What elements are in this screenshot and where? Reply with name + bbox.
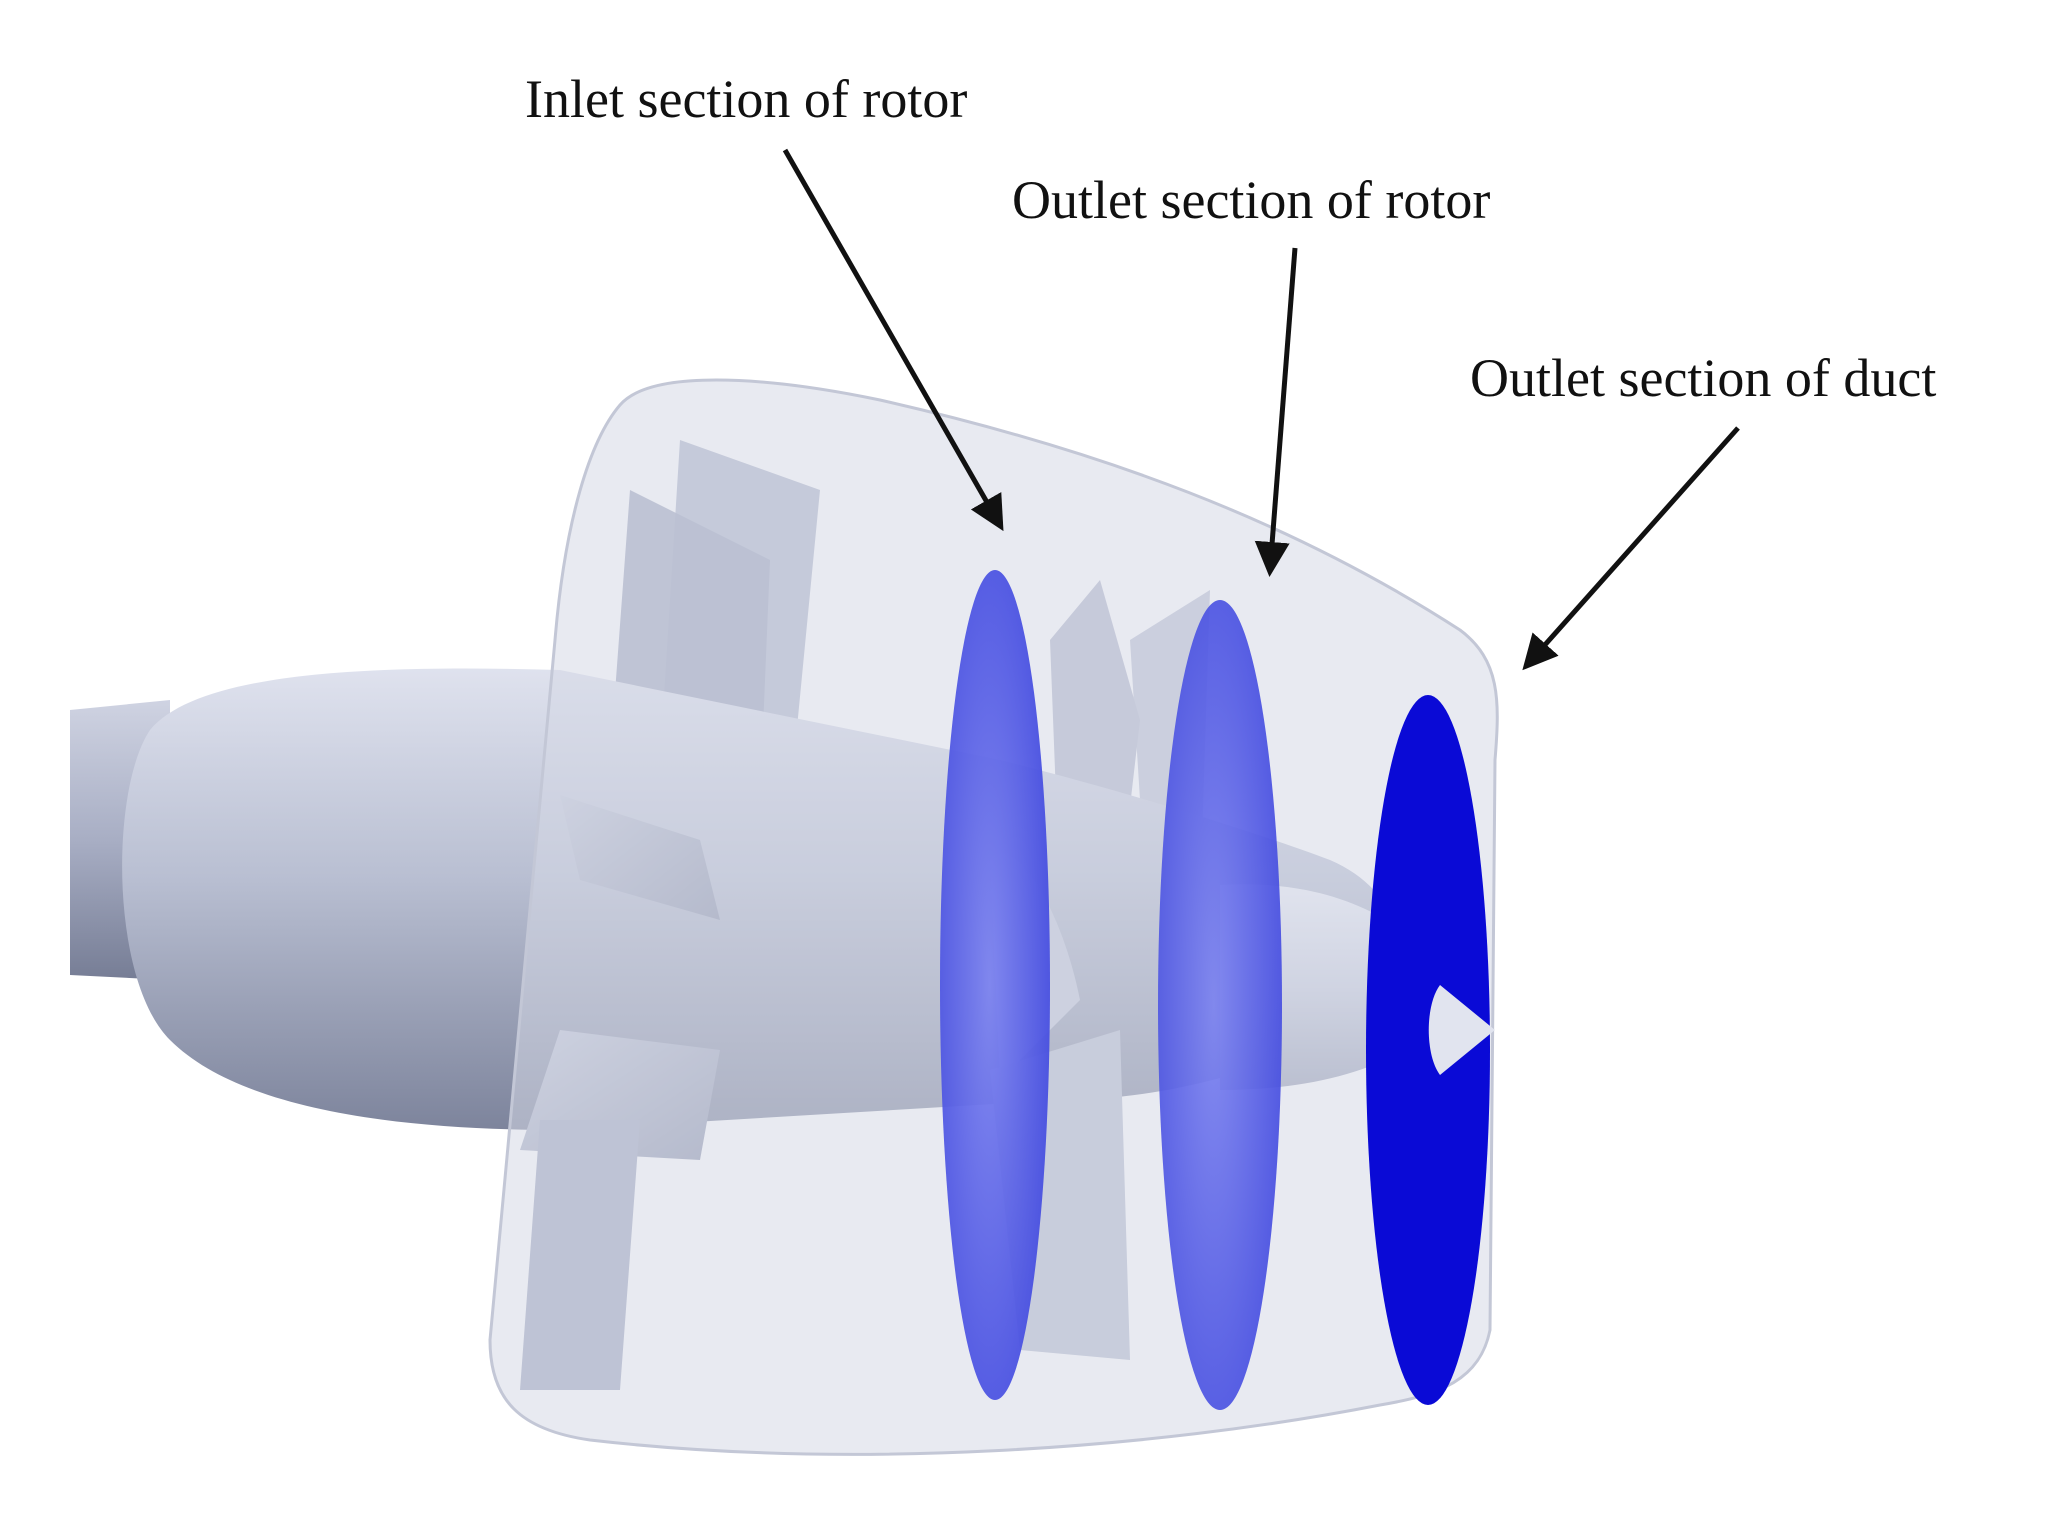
outlet-section-of-duct-plane	[1366, 695, 1490, 1405]
spinner-tip	[1428, 985, 1495, 1075]
label-outlet-section-of-duct: Outlet section of duct	[1470, 348, 1936, 408]
inlet-rotor-arrow	[782, 148, 1004, 532]
outlet-section-of-rotor-plane	[1158, 600, 1282, 1410]
outlet-rotor-arrow	[1254, 247, 1298, 577]
label-outlet-section-of-rotor: Outlet section of rotor	[1012, 170, 1490, 230]
inlet-section-of-rotor-plane	[940, 570, 1050, 1400]
outlet-duct-arrow	[1522, 426, 1740, 671]
label-inlet-section-of-rotor: Inlet section of rotor	[525, 69, 967, 129]
